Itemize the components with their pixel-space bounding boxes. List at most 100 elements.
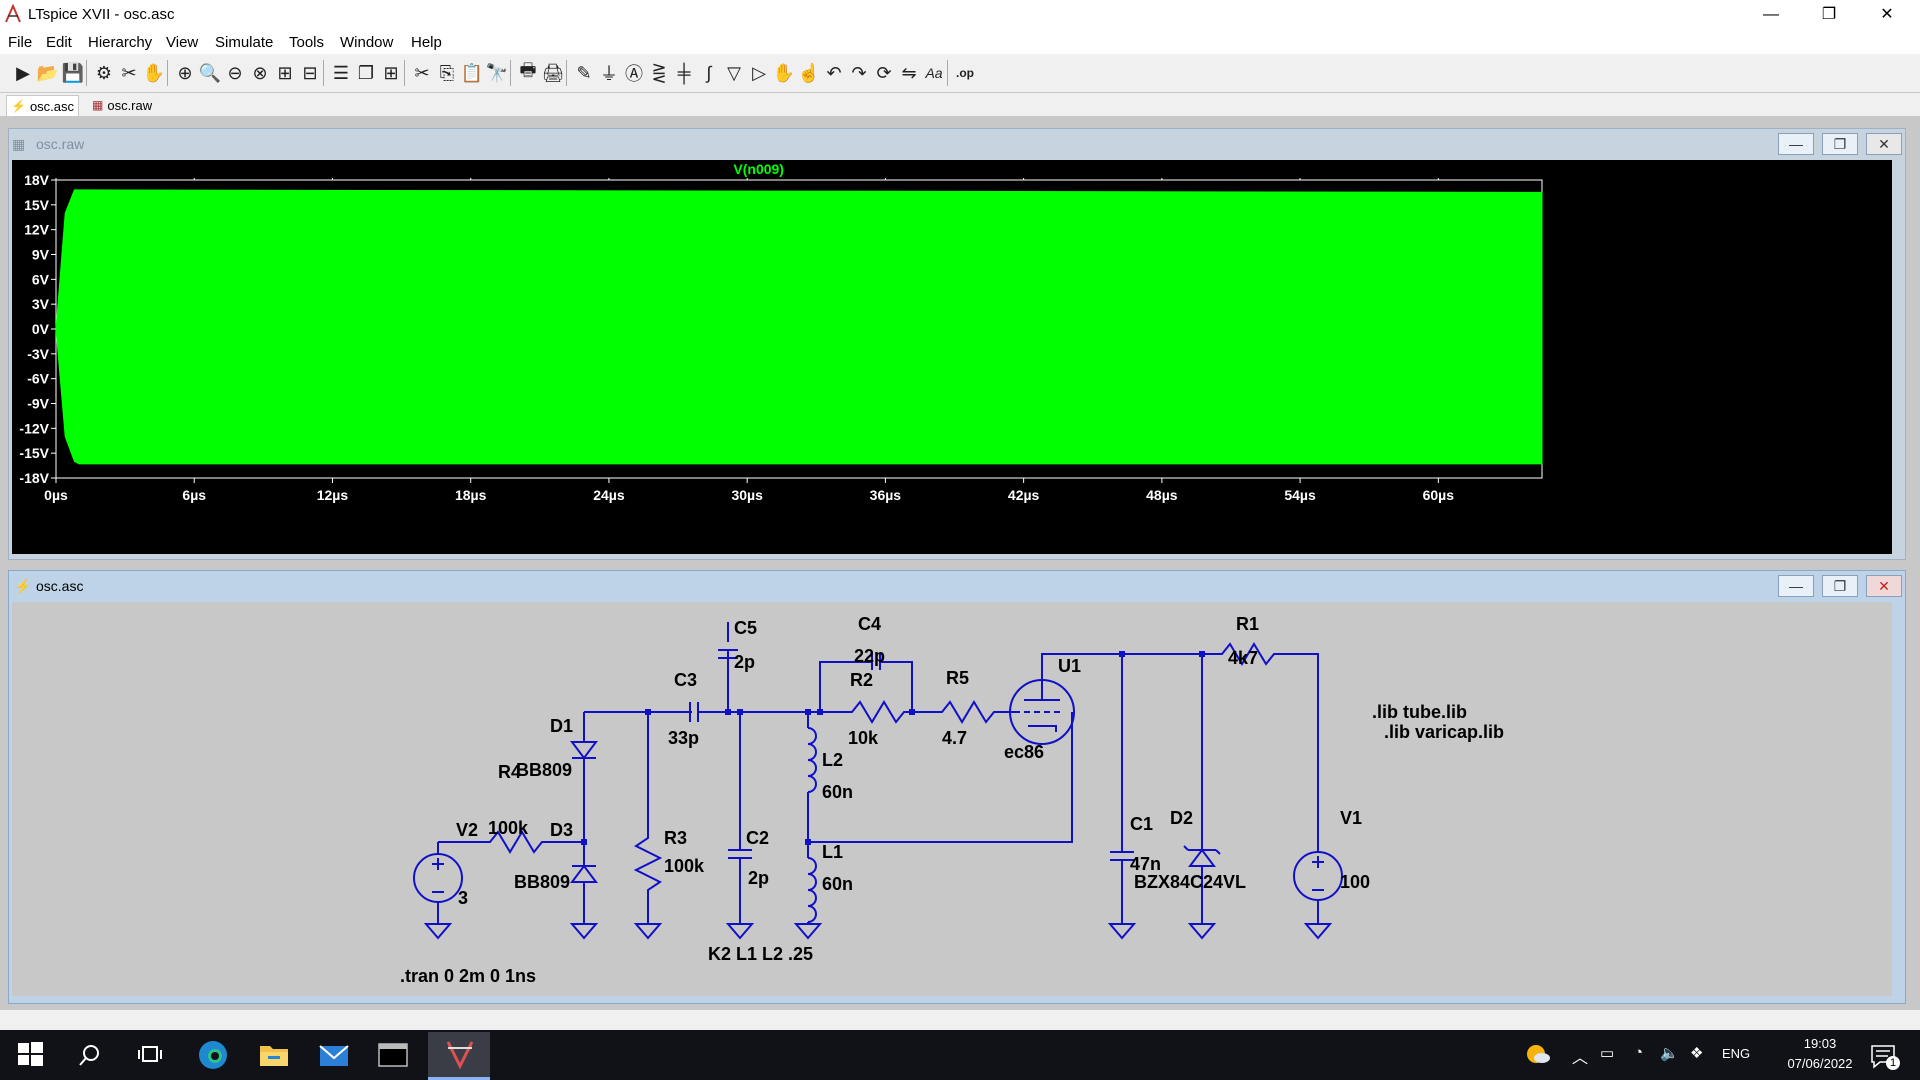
weather-icon[interactable] (1524, 1042, 1552, 1071)
menu-tools[interactable]: Tools (289, 34, 325, 51)
draw-wire-icon[interactable]: ✎ (576, 62, 592, 83)
tile-vertical-icon[interactable]: ⊞ (383, 62, 399, 83)
open-icon[interactable]: 📂 (36, 62, 60, 83)
tile-horizontal-icon[interactable]: ☰ (332, 62, 350, 83)
paste-icon[interactable]: 📋 (460, 62, 484, 83)
minimize-button[interactable]: — (1763, 6, 1779, 23)
c5-value: 2p (734, 652, 756, 672)
ltspice-taskbar-button[interactable] (428, 1032, 490, 1080)
mail-icon[interactable] (318, 1042, 350, 1073)
restore-icon: ❐ (1833, 135, 1847, 152)
spice-directive-lib-varicap[interactable]: .lib varicap.lib (1384, 722, 1505, 742)
label-net-icon[interactable]: Ⓐ (625, 64, 643, 84)
y-tick-label: 3V (32, 296, 50, 312)
search-icon[interactable] (78, 1043, 102, 1072)
menu-simulate[interactable]: Simulate (215, 34, 274, 51)
inductor-icon[interactable]: ∫ (706, 62, 712, 83)
toolbar-separator (404, 60, 405, 86)
restore-button[interactable]: ❐ (1821, 6, 1837, 23)
dropbox-icon[interactable]: ❖ (1690, 1045, 1704, 1062)
rotate-icon[interactable]: ⟳ (876, 62, 892, 83)
plot-setup-icon[interactable]: ⊟ (302, 62, 318, 83)
language-indicator[interactable]: ENG (1722, 1046, 1751, 1061)
waveform-minimize-button[interactable]: — (1778, 133, 1814, 155)
run-icon[interactable]: ▶ (16, 62, 30, 83)
copy-icon[interactable]: ⎘ (439, 62, 455, 83)
zoom-out-icon[interactable]: ⊖ (227, 62, 243, 83)
undo-icon[interactable]: ↶ (826, 62, 842, 83)
tab-osc-asc[interactable]: ⚡ osc.asc (6, 95, 80, 116)
zoom-fit-icon[interactable]: ⊗ (252, 62, 268, 83)
cascade-icon[interactable]: ❐ (357, 62, 375, 83)
tab-label: osc.asc (29, 98, 75, 114)
show-hidden-icons-icon[interactable]: ︿ (1572, 1050, 1589, 1067)
waveform-close-button[interactable]: ✕ (1866, 133, 1902, 155)
wifi-icon[interactable]: ◔ (1634, 1044, 1644, 1061)
move-hand-icon[interactable]: ✋ (772, 62, 796, 83)
y-tick-label: 12V (24, 222, 50, 238)
zoom-in-icon[interactable]: ⊕ (177, 62, 193, 83)
mirror-icon[interactable]: ⇋ (901, 62, 917, 83)
x-tick-label: 42µs (1008, 487, 1040, 503)
spice-directive-lib-tube[interactable]: .lib tube.lib (1372, 702, 1467, 722)
r3-value: 100k (664, 856, 705, 876)
restore-icon: ❐ (1833, 577, 1847, 594)
control-panel-icon[interactable]: ⚙ (95, 62, 113, 83)
file-explorer-icon[interactable] (258, 1040, 290, 1075)
tab-osc-raw[interactable]: ▦ osc.raw (88, 95, 156, 115)
task-view-icon[interactable] (138, 1043, 162, 1072)
l2-value: 60n (822, 782, 854, 802)
spice-directive-tran[interactable]: .tran 0 2m 0 1ns (400, 966, 537, 986)
zoom-area-icon[interactable]: 🔍 (198, 62, 222, 83)
menu-view[interactable]: View (166, 34, 199, 51)
print-preview-icon[interactable]: 🖨 (541, 62, 565, 83)
diode-icon[interactable]: ▽ (727, 62, 741, 83)
x-tick-label: 60µs (1423, 487, 1455, 503)
menu-edit[interactable]: Edit (46, 34, 72, 51)
menu-window[interactable]: Window (340, 34, 394, 51)
edge-icon[interactable] (196, 1038, 230, 1077)
start-icon[interactable] (16, 1040, 44, 1068)
y-tick-label: 0V (32, 321, 50, 337)
clock-date[interactable]: 07/06/2022 (1787, 1056, 1853, 1071)
menu-file[interactable]: File (8, 34, 33, 51)
print-icon[interactable]: 🖶 (519, 60, 537, 80)
x-tick-label: 12µs (317, 487, 349, 503)
clock-time[interactable]: 19:03 (1803, 1036, 1837, 1051)
pan-hand-icon[interactable]: ✋ (142, 62, 166, 83)
autorange-icon[interactable]: ⊞ (277, 62, 293, 83)
schematic-minimize-button[interactable]: — (1778, 575, 1814, 597)
spice-directive-icon[interactable]: .op (956, 66, 974, 80)
menu-hierarchy[interactable]: Hierarchy (88, 34, 153, 51)
save-icon[interactable]: 💾 (61, 62, 85, 83)
c3-value: 33p (668, 728, 700, 748)
drag-hand-icon[interactable]: ☝ (797, 62, 821, 83)
x-tick-label: 0µs (44, 487, 68, 503)
waveform-restore-button[interactable]: ❐ (1822, 133, 1858, 155)
ground-icon[interactable]: ⏚ (600, 64, 618, 84)
cut-icon[interactable]: ✂ (414, 62, 430, 83)
waveform-plot[interactable]: 18V15V12V9V6V3V0V-3V-6V-9V-12V-15V-18V0µ… (12, 160, 1892, 554)
notification-icon[interactable]: 1 (1870, 1042, 1900, 1075)
v1-value: 100 (1340, 872, 1371, 892)
menu-help[interactable]: Help (411, 34, 442, 51)
menu-bar (0, 30, 1920, 54)
toolbar-separator (510, 60, 511, 86)
schematic-canvas[interactable]: C5 2p C4 22p R1 4k7 U1 ec86 C3 33p R2 10… (12, 602, 1892, 996)
schematic-window-title: osc.asc (36, 578, 84, 594)
capacitor-icon[interactable]: ╪ (677, 62, 691, 83)
volume-icon[interactable]: 🔈 (1660, 1045, 1679, 1062)
text-icon[interactable]: Aa (925, 65, 943, 81)
notification-count: 1 (1886, 1056, 1900, 1070)
component-icon[interactable]: ▷ (752, 62, 766, 83)
halt-icon[interactable]: ✂ (121, 62, 137, 83)
resistor-icon[interactable]: ⋛ (651, 62, 667, 83)
close-button[interactable]: ✕ (1880, 6, 1894, 23)
find-icon[interactable]: 🔭 (485, 62, 509, 83)
spice-directive-coupling[interactable]: K2 L1 L2 .25 (708, 944, 814, 964)
redo-icon[interactable]: ↷ (851, 62, 867, 83)
schematic-close-button[interactable]: ✕ (1866, 575, 1902, 597)
schematic-restore-button[interactable]: ❐ (1822, 575, 1858, 597)
battery-icon[interactable]: ▭ (1600, 1045, 1615, 1062)
terminal-icon[interactable] (378, 1042, 408, 1073)
